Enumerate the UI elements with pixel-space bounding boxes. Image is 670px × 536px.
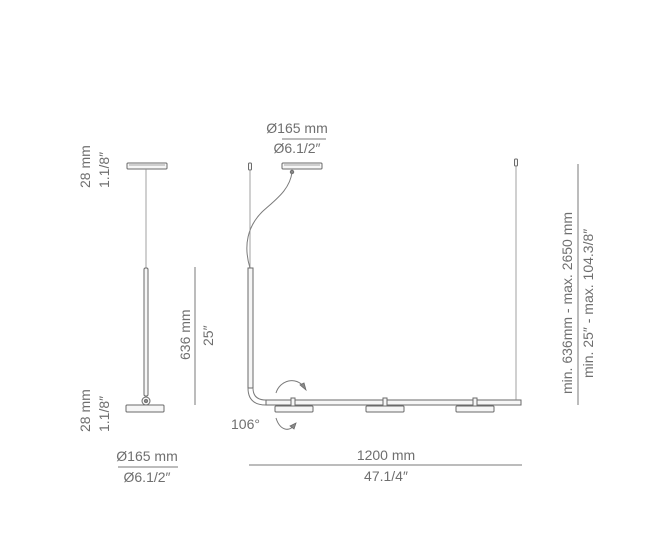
side-rod xyxy=(143,267,149,397)
horizontal-bar xyxy=(265,399,522,406)
side-rod-length-in: 25″ xyxy=(200,325,216,346)
rotation-angle: 106° xyxy=(231,416,260,432)
front-width-in: 47.1/4″ xyxy=(364,468,408,484)
front-canopy-diameter-in: Ø6.1/2″ xyxy=(274,140,321,156)
lamp-head-3 xyxy=(455,397,495,413)
side-top-height-in: 1.1/8″ xyxy=(96,152,112,188)
front-width-mm: 1200 mm xyxy=(357,447,415,463)
side-top-height-mm: 28 mm xyxy=(77,145,93,188)
power-cable xyxy=(246,171,293,269)
side-diameter-mm: Ø165 mm xyxy=(116,448,177,464)
height-range-mm: min. 636mm - max. 2650 mm xyxy=(559,212,575,394)
side-rod-length-mm: 636 mm xyxy=(177,309,193,360)
side-bottom-height-in: 1.1/8″ xyxy=(96,396,112,432)
height-range-in: min. 25″ - max. 104.3/8″ xyxy=(580,229,596,378)
front-canopy-diameter-mm: Ø165 mm xyxy=(266,120,327,136)
lamp-head-1 xyxy=(274,397,314,413)
left-cable-anchor xyxy=(248,162,252,171)
front-view: Ø165 mm Ø6.1/2″ xyxy=(231,120,596,484)
side-diameter-in: Ø6.1/2″ xyxy=(124,469,171,485)
rotation-indicator xyxy=(275,380,307,430)
side-canopy xyxy=(126,162,168,170)
right-cable-anchor xyxy=(514,158,518,167)
vertical-rod xyxy=(247,267,254,389)
side-lamp-head xyxy=(125,404,165,413)
side-bottom-height-mm: 28 mm xyxy=(77,389,93,432)
front-canopy xyxy=(281,162,323,170)
side-view: 28 mm 1.1/8″ 28 mm 1.1/8″ 636 mm 25″ Ø16… xyxy=(77,145,216,485)
lamp-head-2 xyxy=(365,397,405,413)
